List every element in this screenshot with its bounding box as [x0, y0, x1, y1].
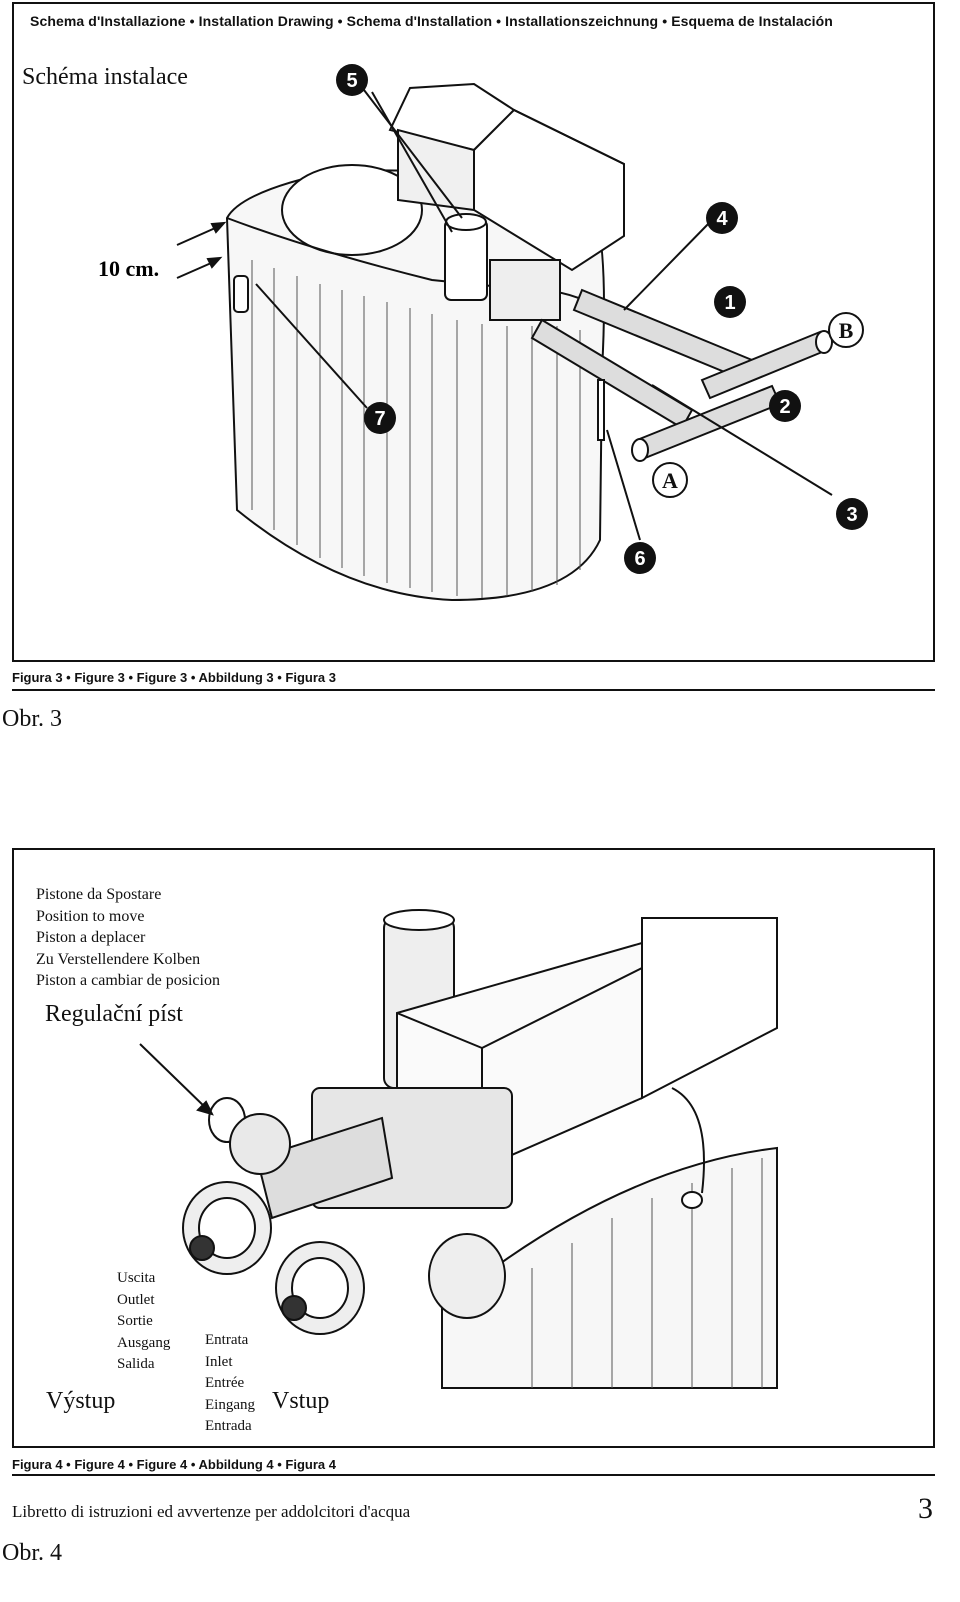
svg-text:6: 6: [634, 548, 645, 570]
figure-3-header: Schema d'Installazione • Installation Dr…: [30, 13, 833, 29]
letter-b: B: [828, 312, 864, 348]
obr-4-label: Obr. 4: [2, 1540, 62, 1566]
outlet-label-fr: Sortie: [117, 1313, 153, 1329]
outlet-label-en: Outlet: [117, 1291, 155, 1308]
obr-3-label: Obr. 3: [2, 706, 62, 732]
piston-label-en: Position to move: [36, 907, 145, 925]
bypass-valve-drawing: [139, 909, 778, 1389]
svg-text:5: 5: [346, 70, 357, 92]
svg-text:A: A: [662, 468, 678, 493]
inlet-label-de: Eingang: [205, 1396, 255, 1413]
figure-3-caption: Figura 3 • Figure 3 • Figure 3 • Abbildu…: [12, 670, 336, 685]
callout-3: 3: [836, 498, 868, 530]
piston-label-list: Pistone da Spostare Position to move Pis…: [36, 884, 220, 992]
dimension-label: 10 cm.: [98, 256, 159, 281]
callout-4: 4: [706, 202, 738, 234]
callout-1: 1: [714, 286, 746, 318]
svg-text:4: 4: [716, 208, 728, 230]
letter-a: A: [652, 462, 688, 498]
letter-markers: A B: [652, 312, 864, 498]
piston-label-es: Piston a cambiar de posicion: [36, 972, 220, 989]
callout-7: 7: [364, 402, 396, 434]
figure-3-frame: [12, 2, 935, 662]
divider: [12, 689, 935, 691]
piston-label-it: Pistone da Spostare: [36, 886, 162, 903]
inlet-label-it: Entrata: [205, 1332, 249, 1348]
outlet-label-es: Salida: [117, 1356, 155, 1372]
figure-4-caption: Figura 4 • Figure 4 • Figure 4 • Abbildu…: [12, 1457, 336, 1472]
inlet-label-list: Entrata Inlet Entrée Eingang Entrada: [205, 1330, 255, 1438]
callout-2: 2: [769, 390, 801, 422]
inlet-label-es: Entrada: [205, 1418, 252, 1434]
svg-text:3: 3: [846, 504, 857, 526]
regulation-piston-label: Regulační píst: [45, 1001, 183, 1027]
svg-text:7: 7: [374, 408, 385, 430]
outlet-cz-label: Výstup: [46, 1388, 116, 1414]
divider: [12, 1474, 935, 1476]
inlet-label-en: Inlet: [205, 1353, 233, 1370]
piston-label-fr: Piston a deplacer: [36, 929, 146, 946]
piston-label-de: Zu Verstellendere Kolben: [36, 950, 201, 968]
svg-text:2: 2: [779, 396, 790, 418]
outlet-label-it: Uscita: [117, 1270, 156, 1286]
water-softener-installation-drawing: 10 cm. 5 4 1 2 3 6 7 A B: [98, 64, 868, 602]
callout-markers: 5 4 1 2 3 6 7: [336, 64, 868, 574]
svg-text:1: 1: [724, 292, 735, 314]
svg-text:B: B: [839, 318, 854, 343]
footer-text: Libretto di istruzioni ed avvertenze per…: [12, 1502, 411, 1521]
page-number: 3: [918, 1492, 933, 1525]
outlet-label-list: Uscita Outlet Sortie Ausgang Salida: [117, 1268, 170, 1376]
outlet-label-de: Ausgang: [117, 1334, 171, 1351]
figure-3-title: Schéma instalace: [22, 64, 188, 90]
callout-5: 5: [336, 64, 368, 96]
inlet-label-fr: Entrée: [205, 1375, 245, 1391]
figure-4-frame: [12, 848, 935, 1448]
callout-6: 6: [624, 542, 656, 574]
inlet-cz-label: Vstup: [272, 1388, 330, 1414]
